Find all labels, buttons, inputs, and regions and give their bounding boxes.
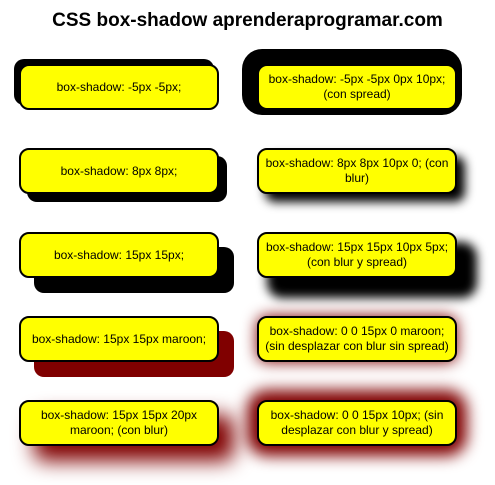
demo-box-glow-maroon: box-shadow: 0 0 15px 0 maroon; (sin desp… xyxy=(257,316,457,362)
demo-box-offset-15-maroon-blur: box-shadow: 15px 15px 20px maroon; (con … xyxy=(19,400,219,446)
demo-box-offset-15-blur-spread: box-shadow: 15px 15px 10px 5px; (con blu… xyxy=(257,232,457,278)
demo-box-offset-15-maroon: box-shadow: 15px 15px maroon; xyxy=(19,316,219,362)
demo-box-offset-15: box-shadow: 15px 15px; xyxy=(19,232,219,278)
demo-box-glow-maroon-spread: box-shadow: 0 0 15px 10px; (sin desplaza… xyxy=(257,400,457,446)
page-title: CSS box-shadow aprenderaprogramar.com xyxy=(52,10,443,31)
demo-box-offset-negative-spread: box-shadow: -5px -5px 0px 10px; (con spr… xyxy=(257,64,457,110)
demo-box-offset-8: box-shadow: 8px 8px; xyxy=(19,148,219,194)
demo-box-offset-8-blur: box-shadow: 8px 8px 10px 0; (con blur) xyxy=(257,148,457,194)
demo-box-offset-negative: box-shadow: -5px -5px; xyxy=(19,64,219,110)
